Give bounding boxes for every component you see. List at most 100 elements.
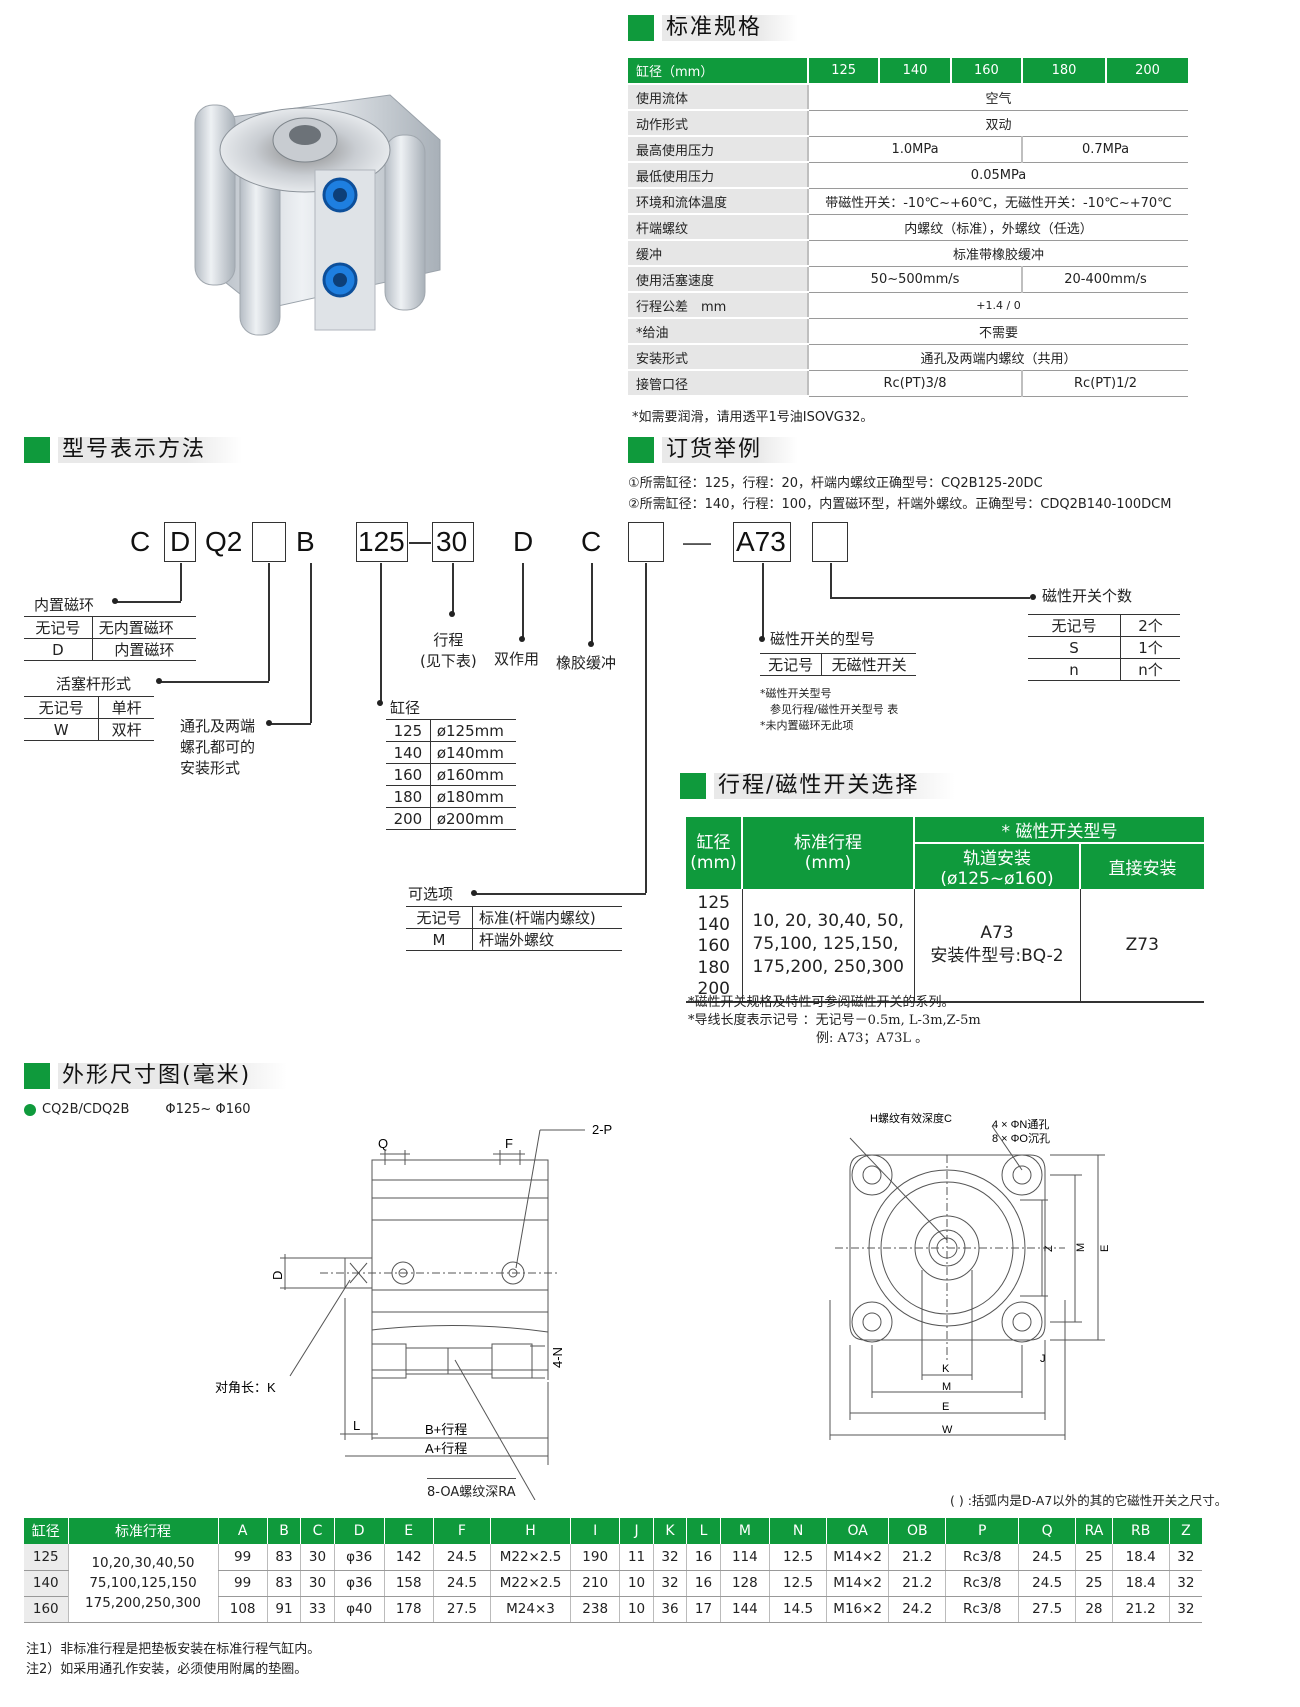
spec-value: 0.05MPa — [807, 162, 1188, 189]
code-c: C — [130, 526, 151, 557]
spec-value: 不需要 — [807, 318, 1188, 345]
dim-cell: 142 — [383, 1544, 434, 1571]
dim-col-header: B — [266, 1518, 301, 1544]
dim-label-j: J — [1040, 1353, 1046, 1365]
dim-cell: 21.2 — [1111, 1596, 1170, 1623]
dim-cell: 25 — [1075, 1570, 1113, 1597]
code-30: 30 — [436, 526, 468, 557]
dim-cell: 190 — [570, 1544, 620, 1571]
dim-label-b: B+行程 — [425, 1422, 467, 1437]
side-view-drawing: Q F 2-P D 对角长：K 4-N L B+行程 A+行程 — [215, 1122, 612, 1500]
dim-cell: 83 — [266, 1544, 301, 1571]
rubber-cushion-label: 橡胶缓冲 — [556, 654, 617, 672]
dim-cell: 99 — [217, 1544, 268, 1571]
double-acting-label: 双作用 — [494, 650, 540, 668]
dim-cell: φ36 — [333, 1570, 385, 1597]
dim-cell: 108 — [217, 1596, 268, 1623]
switch-strokes: 10, 20, 30,40, 50,75,100, 125,150,175,20… — [742, 889, 915, 1002]
dim-cell: M24×3 — [490, 1596, 571, 1623]
dim-cell: 16 — [686, 1570, 721, 1597]
dim-label-k2: K — [942, 1363, 950, 1375]
code-blank-2 — [628, 522, 664, 562]
switch-direct-cell: Z73 — [1125, 934, 1159, 955]
code-blank-3 — [812, 522, 848, 562]
dim-cell: M22×2.5 — [490, 1544, 571, 1571]
dim-cell: M22×2.5 — [490, 1570, 571, 1597]
spec-value: 内螺纹（标准），外螺纹（任选） — [807, 214, 1188, 241]
code-c2: C — [581, 526, 602, 557]
dim-cell: M14×2 — [826, 1570, 889, 1597]
spec-label: 最低使用压力 — [628, 162, 808, 189]
code-a73: A73 — [736, 526, 786, 557]
dim-label-z: Z — [1043, 1245, 1055, 1252]
dim-col-header: A — [217, 1518, 268, 1544]
mount-note: 通孔及两端螺孔都可的安装形式 — [180, 717, 256, 777]
dim-label-w: W — [942, 1424, 953, 1436]
dim-label-n-hole: 4 × ΦN通孔 — [992, 1118, 1049, 1131]
dim-col-header: 标准行程 — [67, 1518, 218, 1544]
dim-cell: 32 — [1168, 1570, 1202, 1597]
switch-model-notes: *磁性开关型号 参见行程/磁性开关型号 表 *未内置磁环无此项 — [760, 687, 899, 732]
dim-cell: 10 — [619, 1570, 654, 1597]
dim-col-header: J — [619, 1518, 654, 1544]
dim-col-header: I — [570, 1518, 620, 1544]
dim-cell: Rc3/8 — [945, 1570, 1019, 1597]
order-section-title: 订货举例 — [628, 436, 799, 464]
switch-direct-header: 直接安装 — [1080, 843, 1204, 889]
dim-cell: 25 — [1075, 1544, 1113, 1571]
dim-col-header: 缸径 — [24, 1518, 68, 1544]
dim-row-bore: 125 — [24, 1544, 68, 1571]
spec-note: *如需要润滑，请用透平1号油ISOVG32。 — [632, 410, 874, 425]
spec-value: +1.4 / 0 — [807, 292, 1188, 319]
spec-label: 缓冲 — [628, 240, 808, 267]
spec-value: Rc(PT)3/8 — [806, 370, 1023, 397]
dim-cell: 91 — [266, 1596, 301, 1623]
dim-cell: 32 — [1168, 1544, 1202, 1571]
dim-col-header: P — [945, 1518, 1019, 1544]
cylinder-photo — [194, 94, 441, 336]
dim-cell: 27.5 — [1018, 1596, 1076, 1623]
spec-label: 行程公差 mm — [628, 292, 808, 319]
dim-label-o-hole: 8 × ΦO沉孔 — [992, 1132, 1050, 1145]
switch-bore-header: 缸径(mm) — [686, 817, 743, 889]
dimension-notes: 注1）非标准行程是把垫板安装在标准行程气缸内。 注2）如采用通孔作安装，必须使用… — [26, 1642, 321, 1677]
code-d2: D — [513, 526, 534, 557]
dim-label-oa: 8-OA螺纹深RA — [427, 1478, 516, 1500]
spec-value: 20-400mm/s — [1021, 266, 1188, 293]
code-125: 125 — [358, 526, 405, 557]
dim-label-m: M — [1075, 1243, 1087, 1252]
code-dash: — — [683, 526, 711, 557]
code-q2: Q2 — [205, 526, 243, 557]
dim-cell: 144 — [719, 1596, 770, 1623]
code-d: D — [170, 526, 191, 557]
spec-value: 1.0MPa — [806, 136, 1023, 163]
dim-cell: 99 — [217, 1570, 268, 1597]
dim-cell: M16×2 — [826, 1596, 889, 1623]
dim-col-header: OA — [826, 1518, 889, 1544]
dimension-model: CQ2B/CDQ2B Φ125~ Φ160 — [24, 1102, 251, 1117]
spec-value: 通孔及两端内螺纹（共用） — [807, 344, 1188, 371]
spec-value: 双动 — [807, 110, 1188, 137]
dim-cell: 36 — [652, 1596, 687, 1623]
dim-cell: 18.4 — [1111, 1544, 1170, 1571]
dim-label-a: A+行程 — [425, 1441, 467, 1456]
dim-label-l: L — [353, 1418, 360, 1433]
spec-bore-140: 140 — [878, 58, 951, 85]
dim-cell: Rc3/8 — [945, 1596, 1019, 1623]
dim-cell: 14.5 — [768, 1596, 827, 1623]
dim-label-e: E — [1099, 1245, 1111, 1252]
dim-col-header: D — [333, 1518, 385, 1544]
spec-label: *给油 — [628, 318, 808, 345]
dim-col-header: C — [300, 1518, 335, 1544]
dim-cell: 128 — [719, 1570, 770, 1597]
dim-cell: 178 — [383, 1596, 434, 1623]
dim-col-header: RB — [1111, 1518, 1170, 1544]
rod-form-title: 活塞杆形式 — [56, 675, 132, 693]
